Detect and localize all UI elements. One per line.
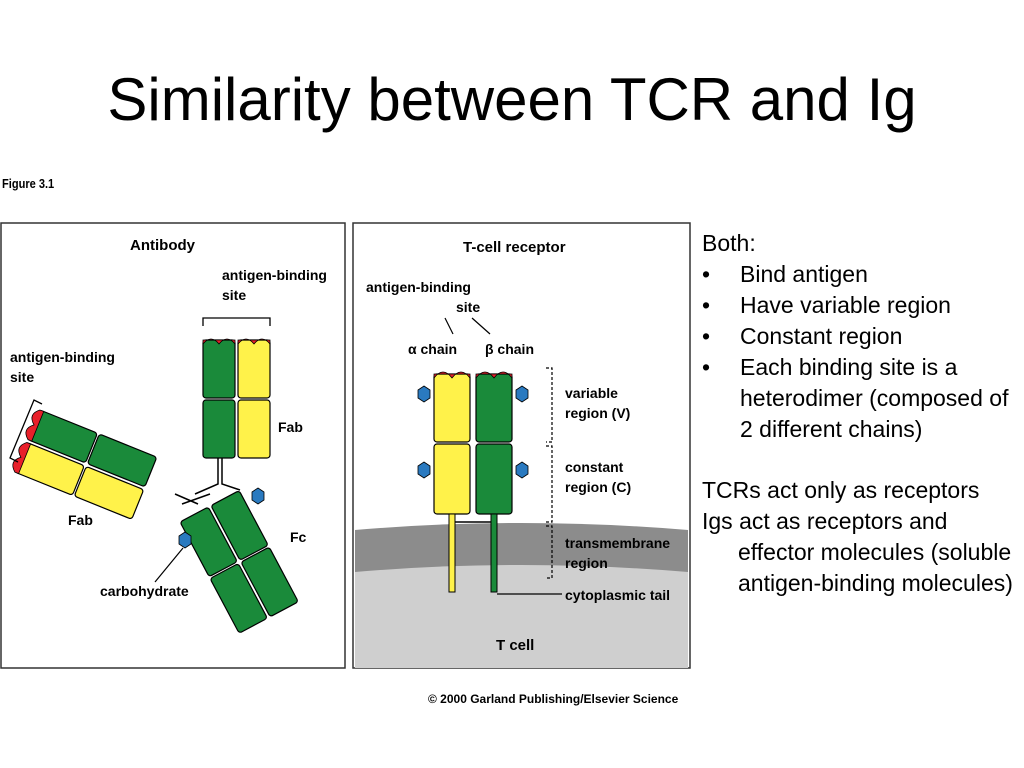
fab-left-label: Fab	[68, 512, 93, 528]
antibody-binding-site-left-label-2: site	[10, 369, 34, 385]
transmembrane-bracket	[546, 525, 553, 579]
slide-title: Similarity between TCR and Ig	[107, 66, 917, 133]
list-item: • Constant region	[702, 321, 1020, 352]
ig-note: Igs act as receptors and effector molecu…	[702, 508, 1013, 596]
fab-left-arm	[12, 409, 157, 520]
cytoplasmic-tail-label: cytoplasmic tail	[565, 587, 670, 603]
antibody-binding-site-left-label: antigen-binding	[10, 349, 115, 365]
carbohydrate-icon	[251, 487, 265, 505]
figure-label: Figure 3.1	[2, 176, 55, 191]
variable-region-label-2: region (V)	[565, 405, 630, 421]
bullet-dot: •	[702, 354, 711, 380]
bullet-dot: •	[702, 292, 711, 318]
carbohydrate-icon	[417, 385, 431, 403]
constant-region-label-2: region (C)	[565, 479, 631, 495]
diagram-figure: Antibody antigen-binding site Fab ant	[0, 222, 692, 670]
bullet-text-item: Have variable region	[740, 292, 951, 318]
fc-region	[180, 491, 298, 633]
list-item: • Bind antigen	[702, 259, 1020, 290]
tcr-binding-site-label: antigen-binding	[366, 279, 471, 295]
t-cell-label: T cell	[496, 637, 534, 654]
bullet-text-item: Bind antigen	[740, 261, 868, 287]
beta-chain	[475, 371, 513, 593]
antibody-title: Antibody	[130, 237, 196, 254]
fc-label: Fc	[290, 529, 307, 545]
bracket-top	[202, 317, 271, 326]
transmembrane-label: transmembrane	[565, 535, 670, 551]
carbohydrate-icon	[515, 385, 529, 403]
hinge	[174, 458, 241, 505]
tcr-binding-site-label-2: site	[456, 299, 480, 315]
bullet-dot: •	[702, 323, 711, 349]
beta-chain-label: β chain	[485, 341, 534, 357]
tcr-title: T-cell receptor	[463, 239, 566, 256]
bullet-list: • Bind antigen • Have variable region • Con…	[702, 259, 1020, 445]
bullet-text: Both: • Bind antigen • Have variable regio…	[702, 228, 1020, 599]
carbohydrate-pointer	[154, 547, 184, 583]
bracket-left	[9, 399, 43, 463]
variable-region-label: variable	[565, 385, 618, 401]
alpha-chain-label: α chain	[408, 341, 457, 357]
antibody-binding-site-top-label-2: site	[222, 287, 246, 303]
both-heading: Both:	[702, 230, 756, 256]
bullet-text-item: Each binding site is a heterodimer (comp…	[740, 354, 1009, 442]
carbohydrate-icon	[515, 461, 529, 479]
antibody-binding-site-top-label: antigen-binding	[222, 267, 327, 283]
carbohydrate-label: carbohydrate	[100, 583, 189, 599]
constant-region-bracket	[546, 445, 553, 523]
bullet-text-item: Constant region	[740, 323, 903, 349]
constant-region-label: constant	[565, 459, 624, 475]
tcr-note: TCRs act only as receptors	[702, 477, 980, 503]
fab-vertical-arm	[202, 338, 271, 459]
fab-right-label: Fab	[278, 419, 303, 435]
alpha-chain	[433, 371, 471, 593]
list-item: • Have variable region	[702, 290, 1020, 321]
carbohydrate-icon	[178, 531, 192, 549]
variable-region-bracket	[546, 367, 553, 443]
transmembrane-label-2: region	[565, 555, 608, 571]
carbohydrate-icon	[417, 461, 431, 479]
bullet-dot: •	[702, 261, 711, 287]
copyright-notice: © 2000 Garland Publishing/Elsevier Scien…	[428, 692, 679, 706]
list-item: • Each binding site is a heterodimer (com…	[702, 352, 1020, 445]
cytoplasm	[355, 565, 688, 668]
